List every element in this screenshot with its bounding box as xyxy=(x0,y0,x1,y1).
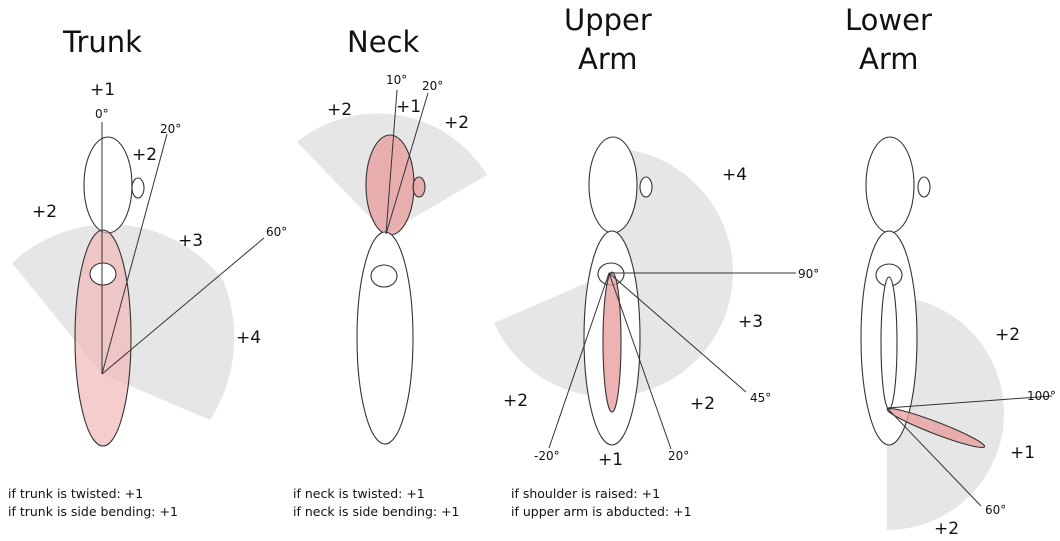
trunk-note-side: if trunk is side bending: +1 xyxy=(8,504,178,519)
neck-score-front: +2 xyxy=(444,113,469,133)
upper-arm-panel: Upper Arm +4 90° +3 45° +2 +2 -20° 20° +… xyxy=(494,3,819,519)
trunk-score-front: +2 xyxy=(132,145,157,165)
upper-arm-angle-20: 20° xyxy=(668,449,689,463)
upper-arm-note-abducted: if upper arm is abducted: +1 xyxy=(511,504,692,519)
lower-arm-score-bottom: +2 xyxy=(934,519,959,539)
trunk-angle-60: 60° xyxy=(266,225,287,239)
trunk-angle-20: 20° xyxy=(160,122,181,136)
neck-score-mid: +1 xyxy=(396,97,421,117)
neck-angle-10: 10° xyxy=(386,73,407,87)
upper-arm-head xyxy=(589,137,637,233)
trunk-torso xyxy=(75,230,131,446)
upper-arm-score-bottom: +1 xyxy=(598,450,623,470)
trunk-score-mid: +3 xyxy=(178,231,203,251)
neck-ear xyxy=(413,177,425,197)
upper-arm-title-line1: Upper xyxy=(564,3,652,37)
trunk-panel: Trunk +1 0° 20° +2 +2 60° +3 +4 if trunk… xyxy=(8,25,287,519)
lower-arm-upper-segment xyxy=(881,277,897,409)
trunk-score-back: +2 xyxy=(32,202,57,222)
upper-arm-title-line2: Arm xyxy=(578,42,638,76)
lower-arm-score-top: +2 xyxy=(995,325,1020,345)
lower-arm-ear xyxy=(918,177,930,197)
upper-arm-segment xyxy=(603,272,621,412)
trunk-score-deep: +4 xyxy=(236,328,261,348)
trunk-head xyxy=(84,137,132,233)
neck-note-twisted: if neck is twisted: +1 xyxy=(293,486,425,501)
lower-arm-panel: Lower Arm +2 100° +1 60° +2 xyxy=(845,3,1056,539)
upper-arm-note-shoulder: if shoulder is raised: +1 xyxy=(511,486,660,501)
lower-arm-title-line1: Lower xyxy=(845,3,932,37)
upper-arm-angle-45: 45° xyxy=(750,391,771,405)
trunk-title: Trunk xyxy=(62,25,142,59)
upper-arm-angle-minus20: -20° xyxy=(534,449,560,463)
neck-note-side: if neck is side bending: +1 xyxy=(293,504,460,519)
upper-arm-score-mid: +3 xyxy=(738,312,763,332)
trunk-note-twisted: if trunk is twisted: +1 xyxy=(8,486,143,501)
trunk-score-top: +1 xyxy=(90,80,115,100)
neck-angle-20: 20° xyxy=(422,79,443,93)
upper-arm-angle-90: 90° xyxy=(798,267,819,281)
lower-arm-angle-60: 60° xyxy=(985,503,1006,517)
trunk-ear xyxy=(132,178,144,198)
upper-arm-score-top: +4 xyxy=(722,165,747,185)
neck-title: Neck xyxy=(347,25,419,59)
upper-arm-score-front: +2 xyxy=(690,394,715,414)
upper-arm-ear xyxy=(640,177,652,197)
neck-score-back: +2 xyxy=(327,100,352,120)
trunk-angle-0: 0° xyxy=(95,107,109,121)
neck-panel: Neck 10° 20° +2 +1 +2 if neck is twisted… xyxy=(293,25,487,519)
upper-arm-score-back: +2 xyxy=(503,391,528,411)
lower-arm-score-mid: +1 xyxy=(1010,443,1035,463)
lower-arm-angle-100: 100° xyxy=(1027,389,1056,403)
neck-torso xyxy=(357,232,413,444)
lower-arm-head xyxy=(866,137,914,233)
neck-shoulder xyxy=(371,265,397,287)
lower-arm-title-line2: Arm xyxy=(859,42,919,76)
trunk-shoulder xyxy=(90,263,116,285)
